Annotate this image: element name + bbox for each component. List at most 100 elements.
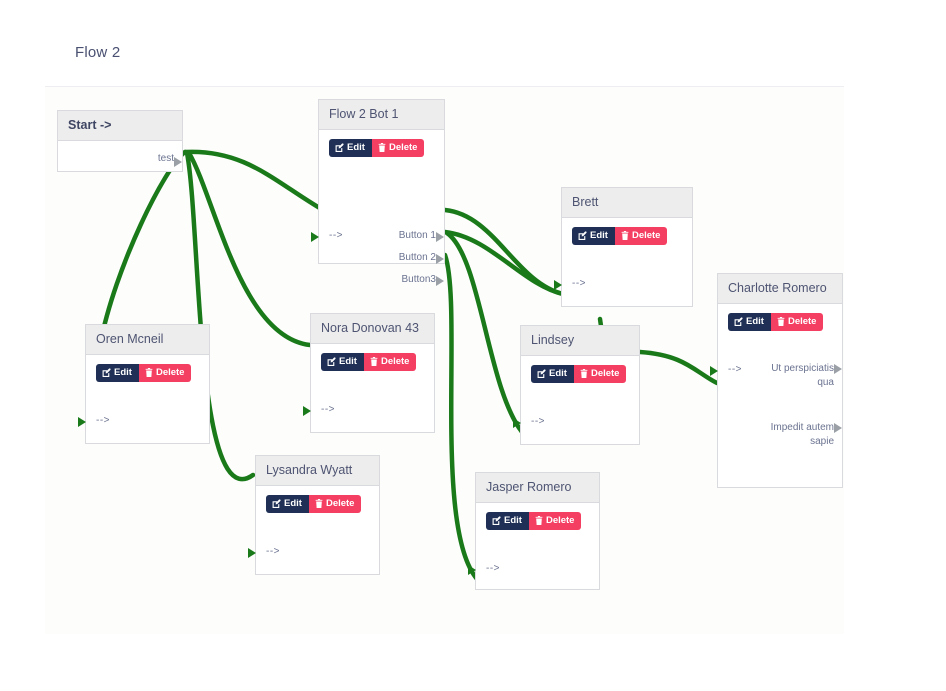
pencil-square-icon	[537, 369, 546, 379]
edit-button[interactable]: Edit	[321, 353, 364, 371]
in-port[interactable]: -->	[513, 416, 545, 428]
trash-icon	[580, 369, 588, 379]
node-body: Edit Delete -->	[303, 344, 434, 432]
edit-button[interactable]: Edit	[486, 512, 529, 530]
port-arrow-icon	[436, 232, 444, 242]
port-arrow-icon	[834, 423, 842, 433]
out-port-label: Button 2	[398, 252, 436, 263]
node-nora-donovan-43[interactable]: Nora Donovan 43 Edit	[303, 313, 435, 433]
trash-icon	[535, 516, 543, 526]
delete-button[interactable]: Delete	[371, 139, 425, 157]
in-port-label: -->	[531, 416, 545, 427]
out-port-label: Ut perspiciatis qua	[771, 363, 834, 388]
delete-button[interactable]: Delete	[528, 512, 582, 530]
trash-icon	[777, 317, 785, 327]
in-port-label: -->	[329, 230, 343, 241]
delete-button-label: Delete	[325, 498, 355, 509]
out-port-label: Button 1	[398, 230, 436, 241]
delete-button[interactable]: Delete	[363, 353, 417, 371]
node-actions: Edit Delete	[96, 364, 192, 382]
node-body: Edit Delete --> Button 1	[311, 130, 444, 286]
delete-button-label: Delete	[545, 515, 575, 526]
delete-button[interactable]: Delete	[770, 313, 824, 331]
pencil-square-icon	[492, 516, 501, 526]
edge-button2-to-lindsey	[444, 230, 525, 435]
pencil-square-icon	[327, 357, 336, 367]
in-port[interactable]: -->	[248, 546, 280, 558]
node-actions: Edit Delete	[531, 365, 627, 383]
edge-start-to-nora	[186, 150, 313, 348]
edit-button[interactable]: Edit	[96, 364, 139, 382]
in-port-label: -->	[728, 364, 742, 375]
delete-button-label: Delete	[590, 368, 620, 379]
edge-button2-to-brett	[442, 229, 566, 297]
node-actions: Edit Delete	[266, 495, 362, 513]
edit-button-label: Edit	[339, 356, 357, 367]
port-arrow-icon	[174, 157, 182, 167]
in-port[interactable]: -->	[710, 364, 742, 376]
node-oren-mcneil[interactable]: Oren Mcneil Edit	[78, 324, 210, 444]
node-lindsey[interactable]: Lindsey Edit De	[513, 325, 640, 445]
pencil-square-icon	[335, 143, 344, 153]
node-title: Flow 2 Bot 1	[319, 100, 444, 130]
edge-button3-to-jasper	[442, 252, 480, 582]
node-lysandra-wyatt[interactable]: Lysandra Wyatt Edit	[248, 455, 380, 575]
pencil-square-icon	[272, 499, 281, 509]
edit-button[interactable]: Edit	[266, 495, 309, 513]
node-body: Edit Delete -->	[554, 218, 692, 306]
out-port-impedit-autem-sapie[interactable]: Impedit autem sapie	[760, 421, 842, 449]
out-port-label: Impedit autem sapie	[770, 422, 834, 447]
node-jasper-romero[interactable]: Jasper Romero Edit	[468, 472, 600, 590]
in-port[interactable]: -->	[303, 404, 335, 416]
node-title: Oren Mcneil	[86, 325, 209, 355]
port-arrow-icon	[303, 406, 311, 416]
in-port[interactable]: -->	[311, 230, 343, 242]
delete-button-label: Delete	[787, 316, 817, 327]
node-title: Jasper Romero	[476, 473, 599, 503]
out-port-button-2[interactable]: Button 2	[398, 252, 444, 264]
node-body: Edit Delete -->	[78, 355, 209, 443]
trash-icon	[621, 231, 629, 241]
edit-button-label: Edit	[549, 368, 567, 379]
delete-button[interactable]: Delete	[573, 365, 627, 383]
node-flow-2-bot-1[interactable]: Flow 2 Bot 1 Edit	[311, 99, 445, 286]
out-port-ut-perspiciatis-qua[interactable]: Ut perspiciatis qua	[760, 362, 842, 390]
edit-button-label: Edit	[114, 367, 132, 378]
node-actions: Edit Delete	[329, 139, 425, 157]
delete-button-label: Delete	[155, 367, 185, 378]
edge-button1-to-brett	[442, 207, 566, 297]
out-port-button-3[interactable]: Button3	[402, 274, 444, 286]
in-port[interactable]: -->	[78, 415, 110, 427]
edit-button[interactable]: Edit	[329, 139, 372, 157]
node-title: Lysandra Wyatt	[256, 456, 379, 486]
delete-button[interactable]: Delete	[138, 364, 192, 382]
delete-button[interactable]: Delete	[614, 227, 668, 245]
in-port-label: -->	[486, 563, 500, 574]
port-arrow-icon	[248, 548, 256, 558]
flow-header-bar: Flow 2	[45, 24, 844, 87]
node-start[interactable]: Start -> test	[57, 110, 183, 172]
port-arrow-icon	[78, 417, 86, 427]
edge-start-to-oren	[97, 149, 188, 348]
node-title: Lindsey	[521, 326, 639, 356]
port-arrow-icon	[436, 276, 444, 286]
in-port[interactable]: -->	[468, 563, 500, 575]
edit-button[interactable]: Edit	[531, 365, 574, 383]
node-body: Edit Delete --> Ut perspiciatis	[710, 304, 842, 487]
out-port-test[interactable]: test	[158, 153, 182, 167]
out-port-button-1[interactable]: Button 1	[398, 230, 444, 242]
flow-canvas[interactable]: Start -> test Flow 2 Bot 1 Edi	[45, 87, 844, 634]
node-charlotte-romero[interactable]: Charlotte Romero Edit	[710, 273, 843, 488]
port-arrow-icon	[513, 418, 521, 428]
in-port-label: -->	[321, 404, 335, 415]
edit-button-label: Edit	[746, 316, 764, 327]
edit-button[interactable]: Edit	[728, 313, 771, 331]
edit-button[interactable]: Edit	[572, 227, 615, 245]
in-port[interactable]: -->	[554, 278, 586, 290]
delete-button-label: Delete	[631, 230, 661, 241]
pencil-square-icon	[578, 231, 587, 241]
node-brett[interactable]: Brett Edit Dele	[554, 187, 693, 307]
delete-button[interactable]: Delete	[308, 495, 362, 513]
port-arrow-icon	[468, 565, 476, 575]
